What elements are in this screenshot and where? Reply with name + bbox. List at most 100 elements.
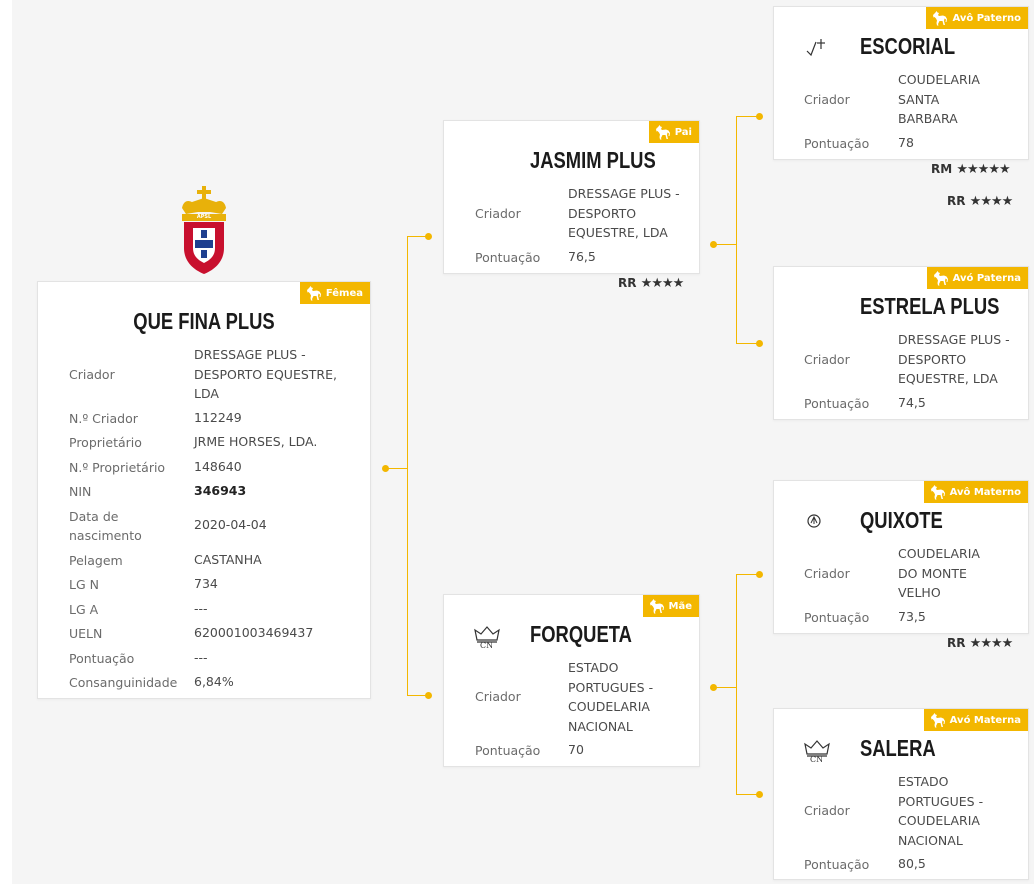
horse-icon	[305, 286, 322, 301]
mae-pontuacao-value: 70	[568, 742, 584, 757]
pontuacao-label: Pontuação	[475, 743, 541, 758]
connector	[736, 574, 758, 575]
connector-dot	[382, 465, 389, 472]
pontuacao-label: Pontuação	[69, 651, 135, 666]
connector-dot	[710, 684, 717, 691]
avo-paterna-criador-value: DRESSAGE PLUS - DESPORTO EQUESTRE, LDA	[898, 332, 1010, 386]
connector-dot	[425, 692, 432, 699]
horse-icon	[654, 125, 671, 140]
nin-label: NIN	[69, 484, 92, 499]
pai-badge: Pai	[648, 121, 699, 143]
crown-icon: CN	[804, 739, 830, 767]
avo-materna-card[interactable]: Avó Materna CN SALERA Criador ESTADO POR…	[773, 708, 1029, 880]
lga-value: ---	[194, 601, 208, 616]
connector	[714, 244, 737, 245]
crown-icon: CN	[474, 625, 500, 653]
pontuacao-label: Pontuação	[804, 396, 870, 411]
criador-value: DRESSAGE PLUS - DESPORTO EQUESTRE, LDA	[194, 347, 337, 401]
connector-dot	[756, 113, 763, 120]
avo-paterno-rating-1-stars: ★★★★★	[956, 162, 1010, 177]
avo-paterno-rating-1-code: RM	[931, 162, 953, 176]
connector	[407, 236, 408, 695]
mae-card[interactable]: Mãe CN FORQUETA Criador ESTADO PORTUGUES…	[443, 594, 700, 767]
avo-paterna-name: ESTRELA PLUS	[860, 293, 1000, 319]
pai-card[interactable]: Pai JASMIM PLUS Criador DRESSAGE PLUS - …	[443, 120, 700, 274]
horse-icon	[931, 11, 948, 26]
avo-materno-rating-stars: ★★★★	[969, 636, 1014, 651]
connector	[736, 343, 758, 344]
avo-paterna-pontuacao-value: 74,5	[898, 395, 926, 410]
avo-paterna-card[interactable]: Avó Paterna ESTRELA PLUS Criador DRESSAG…	[773, 266, 1029, 420]
avo-paterno-rating-1: RM ★★★★★	[931, 162, 1011, 177]
horse-card[interactable]: Fêmea QUE FINA PLUS Criador DRESSAGE PLU…	[37, 281, 371, 699]
pai-badge-label: Pai	[674, 126, 692, 138]
connector	[736, 794, 758, 795]
gender-badge-label: Fêmea	[325, 287, 363, 299]
pai-name: JASMIM PLUS	[530, 147, 656, 173]
avo-materno-rating-code: RR	[947, 636, 966, 650]
criador-label: Criador	[804, 803, 850, 818]
pontuacao-label: Pontuação	[804, 136, 870, 151]
connector	[386, 468, 408, 469]
avo-paterna-badge-label: Avó Paterna	[952, 272, 1021, 284]
consanguinidade-value: 6,84%	[194, 674, 234, 689]
pai-pontuacao-value: 76,5	[568, 249, 596, 264]
criador-label: Criador	[804, 352, 850, 367]
lgn-value: 734	[194, 576, 218, 591]
ueln-label: UELN	[69, 626, 103, 641]
avo-paterno-pontuacao-value: 78	[898, 135, 914, 150]
n-proprietario-value: 148640	[194, 459, 242, 474]
horse-icon	[648, 599, 665, 614]
avo-paterno-rating-2: RR ★★★★	[947, 194, 1014, 209]
connector-dot	[756, 791, 763, 798]
avo-paterno-badge-label: Avô Paterno	[952, 12, 1021, 24]
ueln-value: 620001003469437	[194, 625, 314, 640]
n-criador-value: 112249	[194, 410, 242, 425]
criador-label: Criador	[475, 206, 521, 221]
mae-badge: Mãe	[642, 595, 699, 617]
avo-materna-name: SALERA	[860, 735, 936, 761]
connector-dot	[425, 233, 432, 240]
pelagem-value: CASTANHA	[194, 552, 262, 567]
mae-criador-value: ESTADO PORTUGUES - COUDELARIA NACIONAL	[568, 660, 654, 734]
mae-symbol-text: CN	[480, 641, 494, 650]
avo-paterna-badge: Avó Paterna	[926, 267, 1028, 289]
horse-icon	[929, 485, 946, 500]
avo-paterno-card[interactable]: Avô Paterno ESCORIAL Criador COUDELARIA …	[773, 6, 1029, 160]
lga-label: LG A	[69, 602, 99, 617]
logo-text: APSL	[196, 214, 212, 220]
n-proprietario-label: N.º Proprietário	[69, 460, 166, 475]
avo-materna-badge-label: Avó Materna	[949, 714, 1021, 726]
criador-label: Criador	[475, 689, 521, 704]
avo-materna-pontuacao-value: 80,5	[898, 856, 926, 871]
connector	[736, 116, 737, 343]
avo-materno-pontuacao-value: 73,5	[898, 609, 926, 624]
connector	[407, 236, 427, 237]
avo-paterno-rating-2-stars: ★★★★	[969, 194, 1014, 209]
avo-materno-card[interactable]: Avô Materno QUIXOTE Criador COUDELARIA D…	[773, 480, 1029, 634]
consanguinidade-label: Consanguinidade	[69, 675, 178, 690]
avo-materno-rating: RR ★★★★	[947, 636, 1014, 651]
connector-dot	[756, 571, 763, 578]
avo-materno-name: QUIXOTE	[860, 507, 943, 533]
lgn-label: LG N	[69, 577, 99, 592]
avo-materna-criador-value: ESTADO PORTUGUES - COUDELARIA NACIONAL	[898, 774, 984, 848]
check-cross-icon	[805, 37, 827, 65]
connector	[407, 695, 427, 696]
connector-dot	[756, 340, 763, 347]
avo-paterno-badge: Avô Paterno	[926, 7, 1028, 29]
mae-name: FORQUETA	[530, 621, 632, 647]
pontuacao-value: ---	[194, 650, 208, 665]
proprietario-label: Proprietário	[69, 435, 142, 450]
pai-rating-stars: ★★★★	[640, 276, 685, 291]
criador-label: Criador	[69, 367, 115, 382]
horse-name: QUE FINA PLUS	[133, 308, 275, 334]
connector-dot	[710, 241, 717, 248]
avo-paterno-criador-value: COUDELARIA SANTA BARBARA	[898, 72, 980, 126]
avo-materno-badge-label: Avô Materno	[949, 486, 1021, 498]
avo-materna-symbol-text: CN	[810, 755, 824, 764]
apsl-logo: APSL	[178, 184, 230, 276]
pai-rating-code: RR	[618, 276, 637, 290]
avo-paterno-rating-2-code: RR	[947, 194, 966, 208]
connector	[736, 574, 737, 794]
